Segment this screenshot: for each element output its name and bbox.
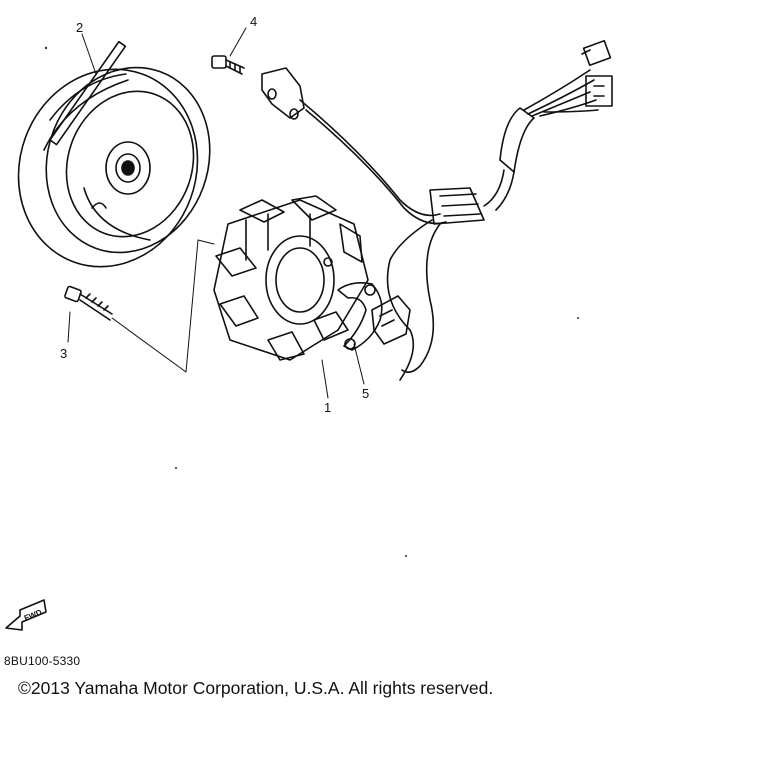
flywheel-rotor [17,40,211,268]
fwd-arrow-icon [5,599,47,631]
callout-leaders [67,27,365,399]
stator [213,195,369,361]
callout-1: 1 [324,400,331,415]
callout-5: 5 [362,386,369,401]
callout-4: 4 [250,14,257,29]
bolt-3 [64,285,113,321]
bracket-5 [337,282,411,351]
diagram-part-code: 8BU100-5330 [4,654,81,668]
copyright-notice: ©2013 Yamaha Motor Corporation, U.S.A. A… [18,678,494,698]
pickup-coil [261,67,447,225]
alignment-lines [111,239,215,373]
callout-3: 3 [60,346,67,361]
exploded-parts-diagram: 1 2 3 4 5 FWD [5,14,613,631]
scan-specks [44,46,579,557]
screw-4 [211,55,245,75]
wire-harness [386,39,613,381]
callout-2: 2 [76,20,83,35]
fwd-label: FWD [23,608,43,623]
